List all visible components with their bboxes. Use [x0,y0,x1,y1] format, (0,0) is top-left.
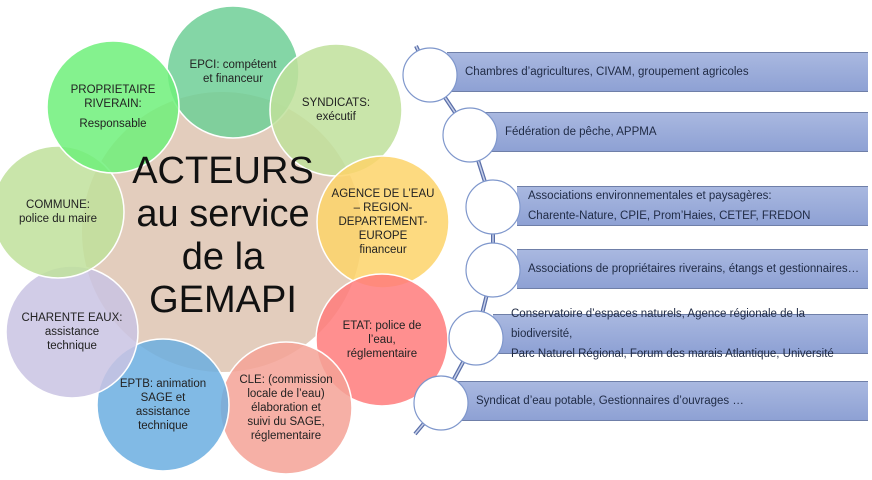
partner-text: Parc Naturel Régional, Forum des marais … [511,348,834,360]
actor-label-epci: EPCI: compétent et financeur [177,27,289,117]
actor-label-line: l’eau, [368,334,396,346]
partner-node [465,242,521,298]
actor-label-commune: COMMUNE: police du maire [2,167,114,257]
actor-label-line: EUROPE [358,230,408,242]
partner-bar: Chambres d’agricultures, CIVAM, groupeme… [447,52,868,92]
partner-node [402,47,458,103]
actor-label-line: COMMUNE: [26,199,90,211]
partner-bar: Fédération de pêche, APPMA [478,112,868,152]
actor-circle-etat [315,273,449,407]
actor-circle-eptb [96,338,230,472]
actor-label-line: ETAT: police de [342,320,422,332]
center-circle [82,92,362,372]
actor-label-line: EPCI: compétent [189,59,277,71]
actor-label-line: et financeur [202,73,264,85]
actor-label-agence: AGENCE DE L’EAU – REGION- DEPARTEMENT- EURO… [327,177,439,267]
actor-label-line: financeur [359,244,407,256]
partner-bar: Associations environnementales et paysag… [517,186,868,226]
partner-text: Fédération de pêche, APPMA [505,126,657,138]
actor-label-line: AGENCE DE L’EAU [331,188,435,200]
actor-label-line: CLE: (commission [239,374,333,386]
actor-label-line: PROPRIETAIRE [70,84,156,96]
partner-node [442,107,498,163]
actor-label-line: assistance [135,406,191,418]
partner-node [448,310,504,366]
actor-circle-proprietaire [46,40,180,174]
actor-label-line: DEPARTEMENT- [338,216,428,228]
actor-label-line: SAGE et [140,392,186,404]
actor-label-syndicats: SYNDICATS: exécutif [280,65,392,155]
actor-label-line: suivi du SAGE, [247,416,325,428]
actor-label-etat: ETAT: police de l’eau, réglementaire [326,295,438,385]
actor-label-line: SYNDICATS: [301,97,371,109]
partner-text: Syndicat d’eau potable, Gestionnaires d’… [476,395,744,407]
actor-label-line: police du maire [19,213,97,225]
actor-circle-commune [0,145,125,279]
actor-label-line: technique [138,420,188,432]
center-title-line-2: au service [136,193,310,235]
center-title-line-4: GEMAPI [149,279,297,321]
partner-bar: Associations de propriétaires riverains,… [517,249,868,289]
actor-label-line: Responsable [79,118,147,130]
center-title-line-1: ACTEURS [132,150,314,192]
actor-label-line: CHARENTE EAUX: [21,312,123,324]
partner-node [465,179,521,235]
partner-text: Charente-Nature, CPIE, Prom’Haies, CETEF… [528,210,811,222]
actor-label-line: technique [47,340,97,352]
actor-label-charente-eaux: CHARENTE EAUX: assistance technique [16,287,128,377]
partner-bar: Syndicat d’eau potable, Gestionnaires d’… [452,381,868,421]
actor-label-line: réglementaire [346,348,418,360]
center-title: ACTEURS au service de la GEMAPI [112,150,334,322]
partner-node [413,375,469,431]
center-title-line-3: de la [181,236,265,278]
actor-label-line: locale de l’eau) [247,388,325,400]
actor-label-line: assistance [44,326,100,338]
actor-label-cle: CLE: (commission locale de l’eau) élaborat… [230,363,342,453]
actor-label-line: – REGION- [353,202,413,214]
partner-text: Associations environnementales et paysag… [528,190,772,202]
partner-text: Associations de propriétaires riverains,… [528,263,860,275]
partner-text: Chambres d’agricultures, CIVAM, groupeme… [465,66,749,78]
actor-label-line: RIVERAIN: [84,98,142,110]
actor-label-line: réglementaire [250,430,322,442]
actor-label-line: EPTB: animation [119,378,207,390]
actor-label-line: exécutif [316,111,356,123]
partner-bar: Conservatoire d’espaces naturels, Agence… [493,308,868,360]
actor-label-line: élaboration et [251,402,321,414]
actor-label-proprietaire: PROPRIETAIRE RIVERAIN: Responsable [57,62,169,152]
partner-text: Conservatoire d’espaces naturels, Agence… [511,308,806,340]
